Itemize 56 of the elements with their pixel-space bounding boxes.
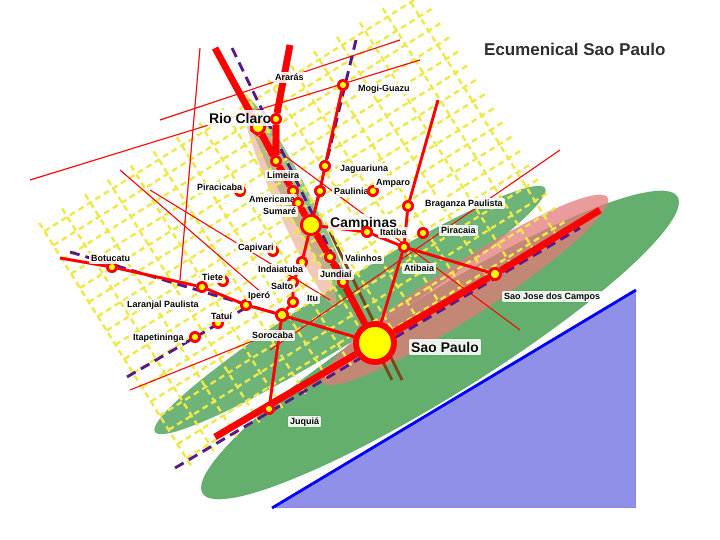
main-rail-line [276, 164, 294, 188]
rail-line [288, 316, 354, 338]
main-rail-line [499, 207, 602, 274]
city-label: Itu [305, 293, 320, 304]
rail-line [268, 322, 283, 404]
city-label: Itapetininga [131, 332, 186, 343]
city-label: Sao Jose dos Campos [502, 291, 602, 302]
city-label: Botucatu [89, 253, 132, 264]
main-rail-line [298, 206, 308, 218]
city-label: Capivari [236, 242, 276, 253]
city-label: Piracicaba [195, 182, 244, 193]
city-label: Campinas [328, 214, 399, 230]
city-label: Atibaia [402, 263, 436, 274]
main-rail-line [272, 125, 280, 155]
city-label: Americana [247, 194, 298, 205]
main-rail-line [392, 274, 491, 336]
rail-line [372, 232, 399, 246]
city-label: Amparo [374, 177, 412, 188]
city-label: Iperó [246, 290, 272, 301]
city-label: Rio Claro [207, 110, 274, 126]
rail-line [206, 288, 242, 304]
city-label: Sao Paulo [409, 339, 481, 355]
city-label: Itatiba [378, 227, 409, 238]
city-label: Piracaia [439, 225, 478, 236]
city-label: Limeira [265, 170, 302, 181]
main-rail-line [314, 232, 330, 254]
city-label: Jaguariuna [338, 163, 390, 174]
city-label: Juquiá [288, 416, 322, 427]
main-rail-line [342, 286, 368, 326]
main-rail-line [213, 351, 358, 440]
rail-line [312, 196, 320, 215]
city-label: Valinhos [343, 253, 384, 264]
rail-line [409, 247, 489, 274]
rail-line [408, 100, 440, 201]
diagram-title: Ecumenical Sao Paulo [484, 40, 666, 60]
city-label: Salto [269, 281, 296, 292]
main-rail-line [258, 132, 276, 158]
rail-line [380, 252, 404, 322]
city-label: Ararás [273, 72, 306, 83]
rail-line [302, 235, 310, 257]
rail-line [320, 172, 326, 186]
city-label: Sorocaba [250, 330, 296, 341]
city-label: Braganza Paulista [423, 198, 505, 209]
rail-line [118, 266, 196, 288]
main-rail-line [274, 44, 294, 114]
city-label: Tiete [200, 272, 225, 283]
city-label: Mogi-Guazu [356, 83, 412, 94]
rail-line [285, 306, 290, 311]
city-label: Laranjal Paulista [125, 299, 201, 310]
city-label: Jundiaí [318, 269, 354, 280]
rail-line [60, 256, 106, 268]
rail-line [251, 305, 276, 315]
city-label: Tatuí [209, 311, 234, 322]
rail-line [324, 90, 344, 160]
city-label: Sumaré [261, 206, 298, 217]
city-label: Indaiatuba [256, 264, 306, 275]
